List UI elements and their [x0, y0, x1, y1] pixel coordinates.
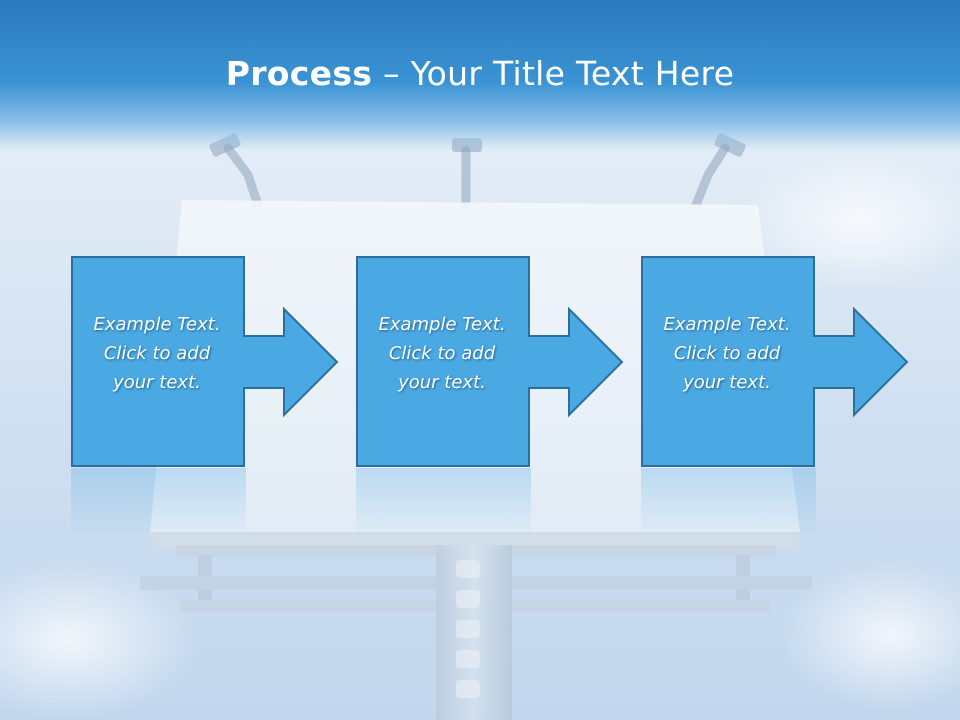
- step-text: Example Text. Click to add your text.: [663, 314, 791, 393]
- arrow-shape: [356, 256, 624, 467]
- title-band: [0, 0, 960, 150]
- step-reflection: [641, 468, 816, 538]
- step-text: Example Text. Click to add your text.: [378, 314, 506, 393]
- title-bold: Process: [225, 54, 373, 93]
- title-rest: – Your Title Text Here: [372, 54, 735, 93]
- arrow-shape: [641, 256, 909, 467]
- process-step-3[interactable]: Example Text. Click to add your text.: [641, 256, 916, 468]
- process-step-2[interactable]: Example Text. Click to add your text.: [356, 256, 631, 468]
- step-reflection: [71, 468, 246, 538]
- step-reflection: [356, 468, 531, 538]
- slide-title[interactable]: Process – Your Title Text Here: [0, 52, 960, 96]
- step-text: Example Text. Click to add your text.: [93, 314, 221, 393]
- arrow-shape: [71, 256, 339, 467]
- process-step-1[interactable]: Example Text. Click to add your text.: [71, 256, 346, 468]
